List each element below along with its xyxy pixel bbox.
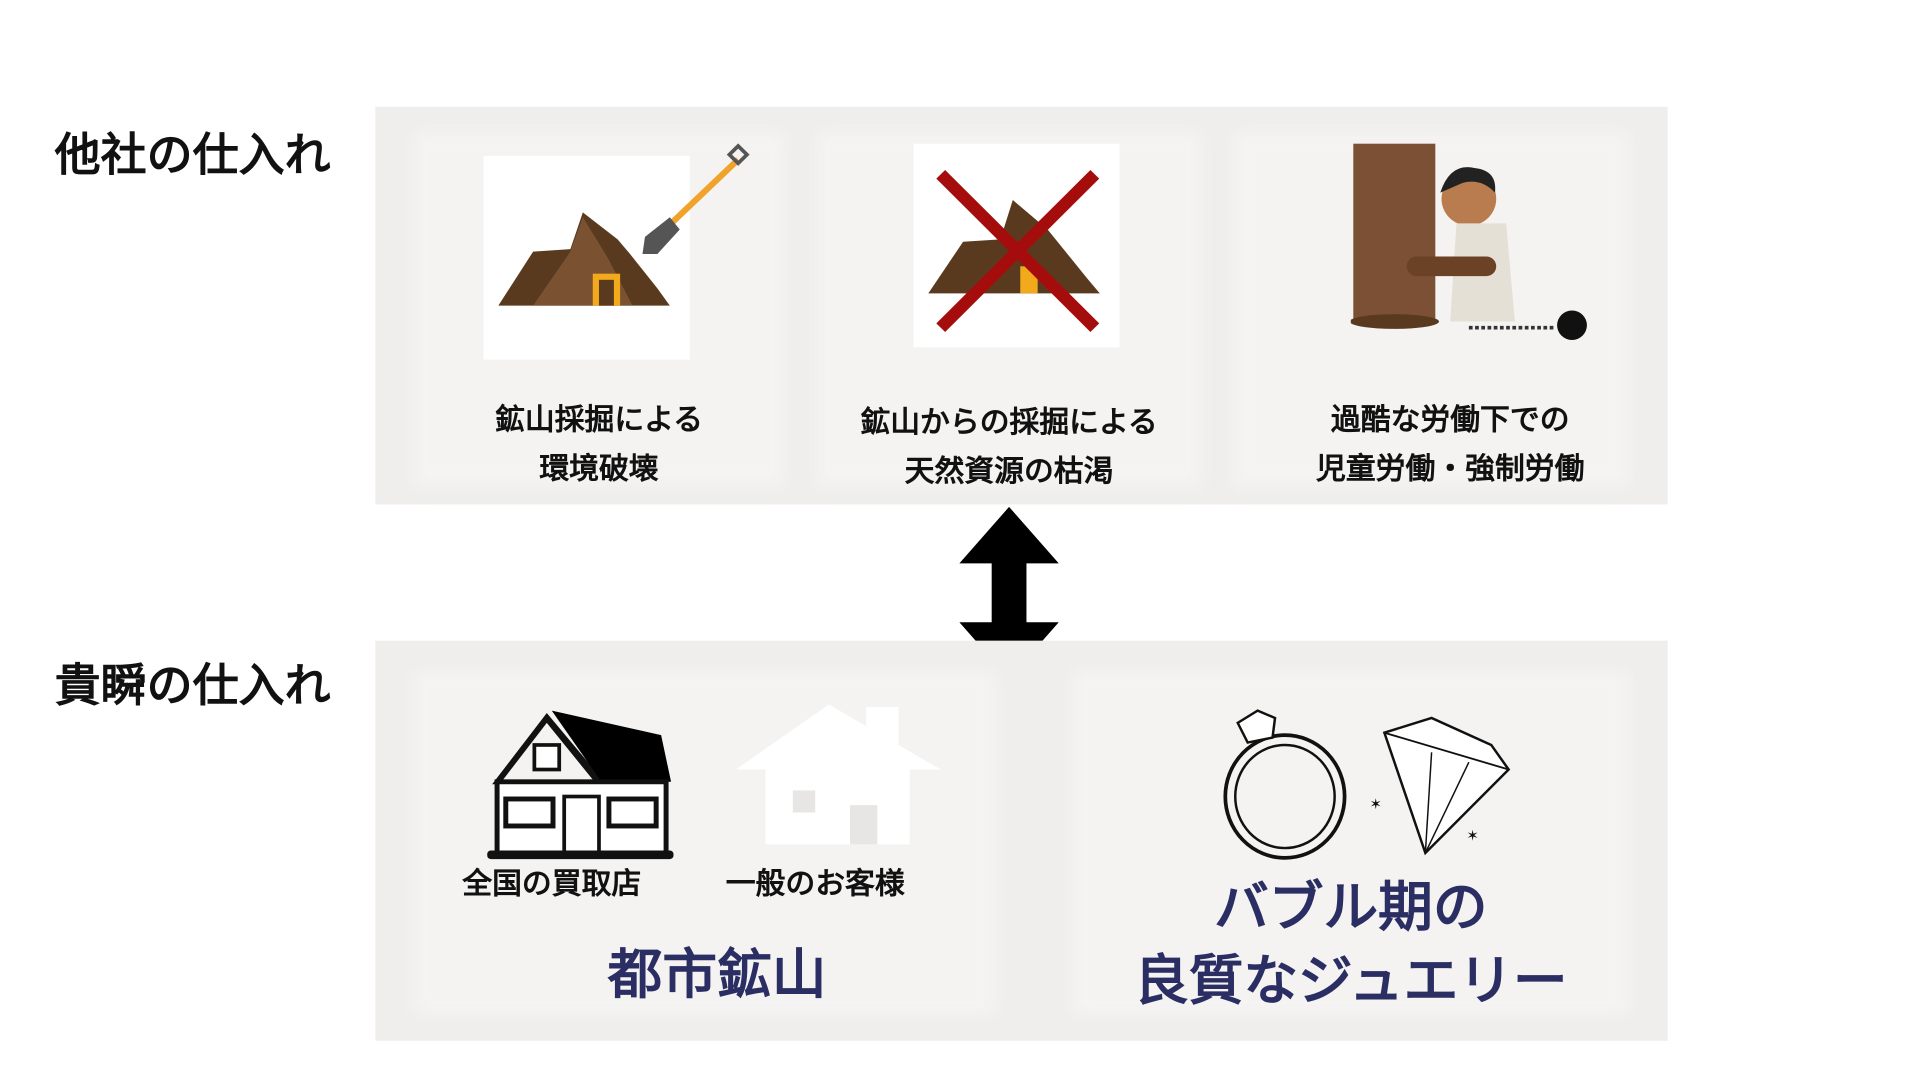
svg-text:✶: ✶ — [1466, 828, 1478, 845]
jewelry-icon: ✶ ✶ — [1223, 709, 1511, 860]
customer-house-icon — [735, 704, 941, 845]
others-panel: 鉱山採掘による環境破壊 鉱山からの採掘による天然資源の枯渇 過酷な労働下での児童… — [375, 106, 1668, 505]
others-title: 他社の仕入れ — [54, 128, 331, 182]
bubble-jewelry-label: バブル期の良質なジュエリー — [1134, 876, 1568, 1013]
customer-label: 一般のお客様 — [725, 866, 905, 901]
caption-labor: 過酷な労働下での児童労働・強制労働 — [1316, 402, 1585, 487]
kishun-panel: 全国の買取店 一般のお客様 都市鉱山 ✶ ✶ バブル期の良質なジュエリー — [375, 640, 1668, 1041]
forced-labor-icon — [1350, 143, 1587, 340]
kishun-title: 貴瞬の仕入れ — [54, 659, 331, 712]
caption-environment: 鉱山採掘による環境破壊 — [495, 402, 703, 487]
svg-text:✶: ✶ — [1369, 796, 1381, 813]
caption-depletion: 鉱山からの採掘による天然資源の枯渇 — [860, 405, 1158, 489]
double-arrow-icon — [959, 506, 1059, 679]
mine-shovel-icon — [483, 143, 750, 360]
mine-crossed-icon — [913, 143, 1120, 348]
urban-mine-label: 都市鉱山 — [607, 943, 827, 1007]
shop-house-icon — [487, 710, 674, 860]
shop-label: 全国の買取店 — [462, 866, 642, 901]
